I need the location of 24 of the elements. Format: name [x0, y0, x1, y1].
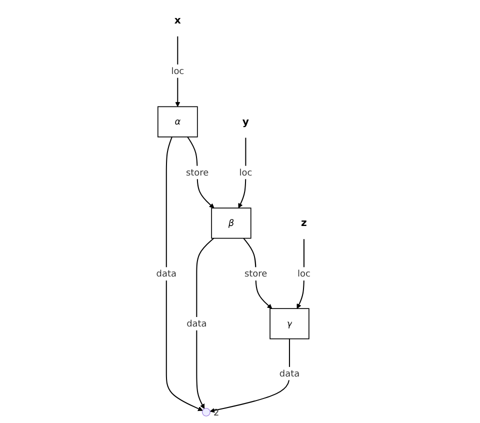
node-text: y	[242, 116, 249, 128]
node-box: β	[211, 208, 252, 239]
edge-label: store	[186, 166, 209, 178]
node-box: γ	[270, 308, 310, 340]
edge-label: store	[244, 268, 268, 279]
arrow	[296, 239, 304, 309]
node-caption: 2	[214, 408, 220, 419]
edge-label: loc	[298, 268, 310, 279]
edge-label: data	[186, 318, 207, 329]
arrow	[243, 238, 272, 309]
arrow	[175, 36, 180, 107]
node-text: z	[301, 217, 307, 230]
edge-label: data	[279, 368, 300, 379]
arrow	[238, 138, 246, 208]
arrow	[210, 338, 290, 413]
arrow	[166, 136, 203, 411]
arrow	[187, 136, 214, 208]
arrow	[196, 238, 214, 409]
node-box: α	[157, 106, 198, 138]
edge-label: loc	[171, 66, 184, 76]
edge-label: loc	[239, 166, 252, 178]
edge-label: data	[156, 268, 176, 279]
node-circle	[202, 408, 210, 416]
node-text: x	[174, 14, 181, 26]
